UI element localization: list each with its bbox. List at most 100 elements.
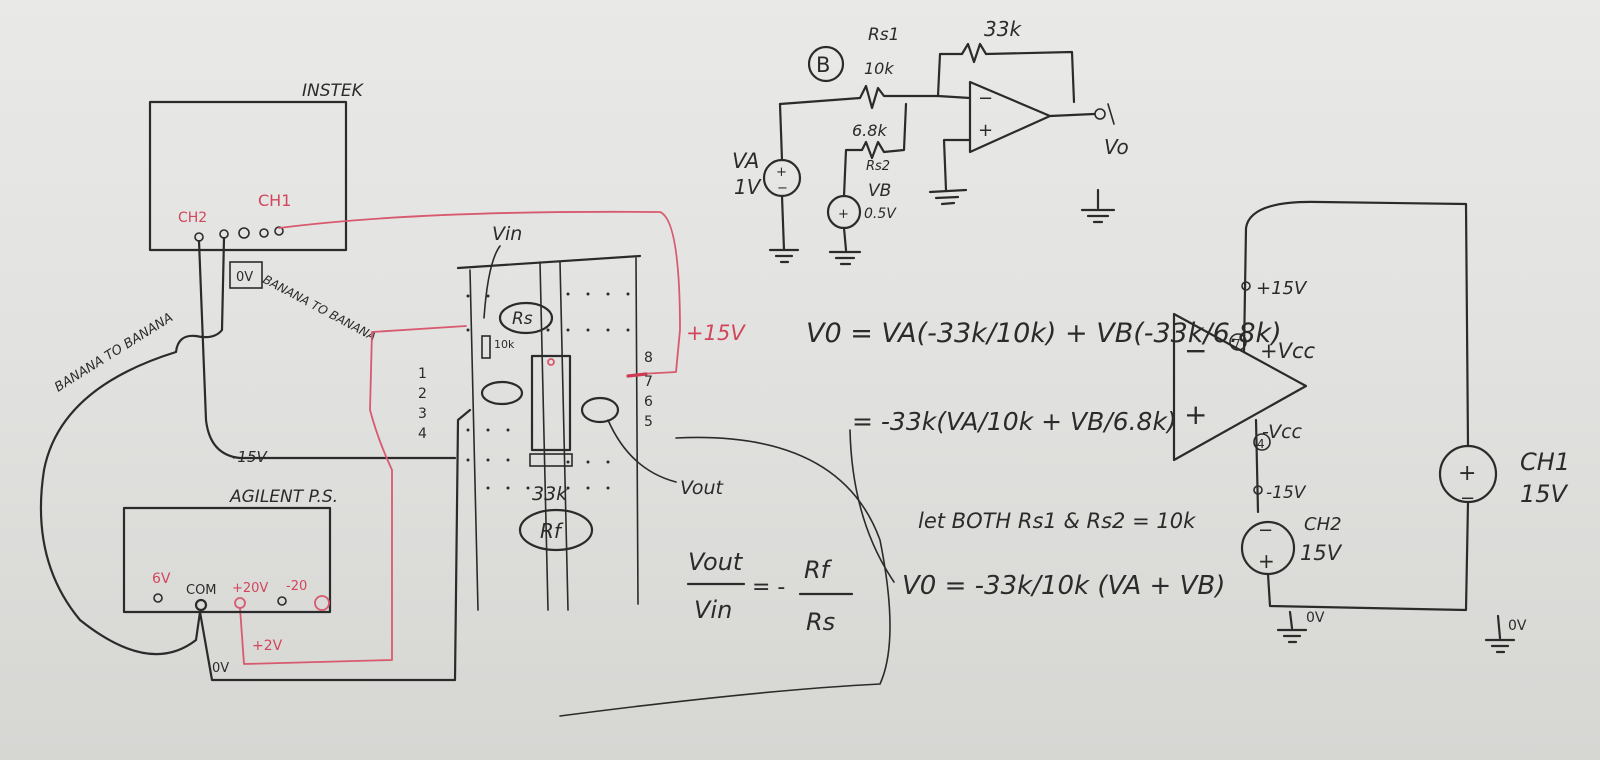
- ps-com-jack: [194, 598, 208, 612]
- noninv-ground-wire: [942, 138, 972, 192]
- plus2v-wire: [239, 325, 467, 665]
- ps-com-label: COM: [186, 583, 217, 598]
- ch1-plus-jack: [274, 226, 284, 236]
- common-ground-wire: [1266, 500, 1470, 612]
- pin2-label: 2: [418, 386, 427, 402]
- r10k-label: 10k: [494, 338, 515, 351]
- banana-wire-left: [39, 236, 226, 656]
- equation-line1: V0 = VA(-33k/10k) + VB(-33k/6.8k): [806, 318, 1282, 349]
- breadboard-left-rail: [469, 269, 479, 611]
- plus15-connection: [626, 372, 648, 378]
- banana-left-label: BANANA TO BANANA: [52, 310, 176, 395]
- opamp-chip: [530, 354, 572, 452]
- va-label: VA: [732, 149, 759, 173]
- rs-circle: [498, 301, 554, 335]
- vb-plus-sign: +: [838, 207, 849, 222]
- ground-right-label: 0V: [1508, 618, 1527, 634]
- chip-notch: [547, 358, 555, 366]
- va-top-wire: [778, 102, 784, 162]
- minus15-node: [1253, 485, 1263, 495]
- output-tick: [1107, 103, 1115, 125]
- ch1-source-minus: −: [1460, 488, 1475, 509]
- zero-v-box: [229, 261, 263, 289]
- ground-left-label: 0V: [1306, 610, 1325, 626]
- agilent-label: AGILENT P.S.: [229, 487, 338, 507]
- equation-line3: let BOTH Rs1 & Rs2 = 10k: [918, 509, 1196, 533]
- formula-boundary-curve: [559, 436, 891, 717]
- breadboard-sketch: Vin Rs 10k Vout 1 2 3 4 8 7 6 5 +15V 33k…: [418, 223, 746, 611]
- positive-supply-wire: [1242, 200, 1470, 448]
- summing-opamp-plus: +: [978, 120, 993, 141]
- va-minus-sign: −: [777, 181, 788, 196]
- plus15-wire: [278, 210, 681, 375]
- vo-label: Vo: [1104, 135, 1129, 159]
- pin4-circle: [1253, 433, 1271, 451]
- va-value: 1V: [734, 175, 762, 199]
- pin4-label: 4: [418, 426, 427, 442]
- vcc-neg-label: -Vcc: [1262, 421, 1303, 443]
- gain-rf: Rf: [804, 556, 833, 584]
- gain-numerator: Vout: [688, 548, 744, 576]
- va-plus-sign: +: [776, 165, 787, 180]
- vcc-pos-label: +Vcc: [1260, 339, 1316, 363]
- ch2-source-minus: −: [1258, 520, 1273, 541]
- ch1-minus-jack: [259, 228, 269, 238]
- ch2-source-plus: +: [1258, 549, 1275, 573]
- ch1-source-label: CH1: [1520, 448, 1570, 476]
- banana-right-label: BANANA TO BANANA: [261, 272, 379, 344]
- pin1-label: 1: [418, 366, 427, 382]
- ground-jack: [238, 227, 250, 239]
- breadboard-holes: [466, 292, 630, 490]
- equation-arrow: [849, 429, 895, 583]
- ps-plus20-jack: [234, 597, 246, 609]
- minus15-wire: [197, 239, 457, 460]
- gain-formula: Vout Vin = - Rf Rs: [559, 436, 891, 717]
- resistor-10k: [481, 335, 491, 359]
- summing-amp-circuit: B Rs1 10k 33k − + Vo 6.8k Rs2 + − VA 1V …: [732, 17, 1129, 266]
- vb-label: VB: [868, 181, 891, 201]
- ch2-minus-jack: [194, 232, 204, 242]
- vin-pointer: [483, 245, 501, 319]
- vb-value: 0.5V: [864, 206, 897, 222]
- pin6-marker: [580, 396, 620, 424]
- breadboard-center-right: [559, 261, 569, 611]
- ps-plus2v-label: +2V: [252, 638, 283, 654]
- instek-supply-box: [148, 100, 348, 252]
- rs-label: Rs: [512, 309, 533, 329]
- plus15-node: [1241, 281, 1251, 291]
- feedback-resistor-path: [936, 42, 1076, 104]
- pin3-label: 3: [418, 406, 427, 422]
- gain-rs: Rs: [806, 608, 835, 636]
- gain-denominator: Vin: [694, 596, 732, 624]
- ps-zero-v-label: 0V: [212, 661, 229, 676]
- pin8-label: 8: [644, 350, 653, 366]
- pin4-number: 4: [1257, 437, 1265, 451]
- circuit-b-label: B: [816, 53, 830, 77]
- equation-line4: V0 = -33k/10k (VA + VB): [902, 571, 1225, 601]
- r33k-label: 33k: [532, 483, 568, 505]
- ps-6v-jack: [153, 593, 163, 603]
- rs2-label: Rs2: [866, 159, 890, 174]
- ps-6v-label: 6V: [152, 571, 171, 587]
- ps-plus20-label: +20V: [232, 581, 268, 596]
- vout-label: Vout: [680, 477, 725, 499]
- ground-right-symbol: [1484, 614, 1516, 654]
- breadboard-right-rail: [635, 257, 639, 605]
- agilent-supply-box: [122, 506, 332, 614]
- rf-value: 33k: [984, 17, 1022, 41]
- plus15-label: +15V: [686, 321, 746, 345]
- resistor-33k: [529, 453, 573, 467]
- output-wire: [1048, 112, 1096, 118]
- opamp-plus-sign: +: [1184, 398, 1207, 431]
- ch1-source-value: 15V: [1520, 480, 1569, 508]
- opamp-minus15-label: -15V: [1266, 483, 1307, 503]
- ch1-source-plus: +: [1458, 461, 1476, 486]
- breadboard-top-edge: [456, 254, 642, 270]
- vb-ground: [828, 226, 862, 266]
- va-ground: [768, 194, 800, 264]
- ch2-label: CH2: [178, 210, 207, 226]
- com-wire: [198, 408, 472, 682]
- rs2-value: 6.8k: [852, 121, 887, 140]
